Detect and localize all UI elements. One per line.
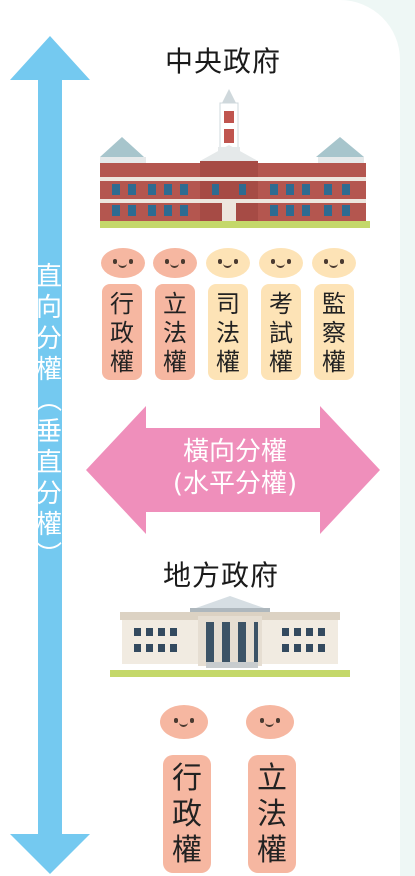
official-face-icon [160, 705, 208, 739]
vertical-label: 直 向 分 權 ︵ 垂 直 分 權 ︶ [35, 262, 62, 571]
official-face-icon [246, 705, 294, 739]
central-examination-power: 考試權 [261, 284, 301, 380]
central-executive-power: 行政權 [102, 284, 142, 380]
local-government-building-icon [110, 596, 350, 677]
vertical-arrow [10, 36, 90, 874]
official-face-icon [259, 248, 303, 278]
horizontal-label: 橫向分權 (水平分權) [172, 437, 298, 499]
horizontal-arrow [86, 406, 380, 534]
central-government-title: 中央政府 [165, 45, 282, 78]
central-legislative-power: 立法權 [155, 284, 195, 380]
central-control-power: 監察權 [314, 284, 354, 380]
central-government-building-icon [100, 89, 370, 228]
official-face-icon [101, 248, 145, 278]
local-legislative-power: 立法權 [248, 755, 296, 873]
local-government-title: 地方政府 [163, 559, 280, 592]
official-face-icon [312, 248, 356, 278]
official-face-icon [153, 248, 197, 278]
official-face-icon [206, 248, 250, 278]
local-executive-power: 行政權 [163, 755, 211, 873]
central-judicial-power: 司法權 [208, 284, 248, 380]
